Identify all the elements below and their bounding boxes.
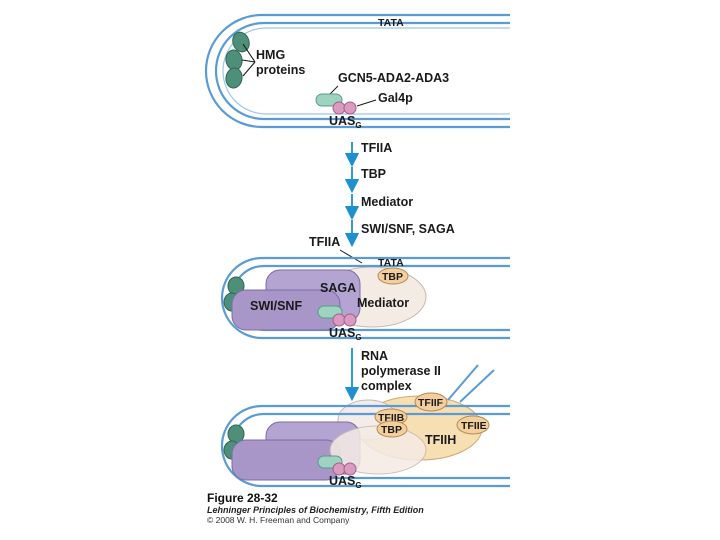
gcn5-label: GCN5-ADA2-ADA3 bbox=[338, 71, 449, 85]
step-tfiia: TFIIA bbox=[361, 141, 392, 155]
uas-label-2: UASG bbox=[329, 326, 362, 342]
tfiih-label: TFIIH bbox=[425, 433, 456, 447]
rna-transcript bbox=[447, 364, 495, 403]
panel-2: TFIIA TATA SAGA SWI/SNF Mediator TBP UAS… bbox=[220, 235, 510, 342]
step-complex: complex bbox=[361, 379, 412, 393]
dna-loop-1 bbox=[204, 13, 510, 129]
caption: Figure 28-32 Lehninger Principles of Bio… bbox=[207, 491, 424, 525]
tata-label-2: TATA bbox=[378, 257, 404, 269]
tfiie-label: TFIIE bbox=[461, 420, 487, 432]
mediator-label-2: Mediator bbox=[357, 296, 409, 310]
gal4p-label: Gal4p bbox=[378, 91, 413, 105]
hmg-proteins bbox=[225, 31, 256, 89]
step-tbp: TBP bbox=[361, 167, 386, 181]
uas-label-3: UASG bbox=[329, 474, 362, 490]
step-mediator: Mediator bbox=[361, 195, 413, 209]
tfiib-label: TFIIB bbox=[378, 412, 405, 424]
figure-title: Figure 28-32 bbox=[207, 491, 278, 505]
step-rna: RNA bbox=[361, 349, 388, 363]
tfiif-label: TFIIF bbox=[418, 397, 444, 409]
tata-label: TATA bbox=[378, 17, 404, 29]
tfiie bbox=[456, 415, 490, 435]
gal4p-left bbox=[332, 101, 346, 115]
panel-1: TATA HMG proteins GCN5-ADA2-ADA3 Gal4p U… bbox=[204, 13, 510, 130]
tfiia-label-2: TFIIA bbox=[309, 235, 340, 249]
tbp-3 bbox=[376, 420, 408, 438]
step-swisnf-saga: SWI/SNF, SAGA bbox=[361, 222, 455, 236]
hmg-label-2: proteins bbox=[256, 63, 305, 77]
step-polymerase: polymerase II bbox=[361, 364, 441, 378]
tbp-label-2: TBP bbox=[382, 271, 403, 283]
book-title: Lehninger Principles of Biochemistry, Fi… bbox=[207, 505, 424, 515]
tbp-label-3: TBP bbox=[381, 424, 402, 436]
copyright: © 2008 W. H. Freeman and Company bbox=[207, 515, 350, 525]
panel-3: TFIIF TFIIB TBP TFIIE TFIIH UASG bbox=[220, 364, 510, 490]
saga-label: SAGA bbox=[320, 281, 356, 295]
swisnf-label: SWI/SNF bbox=[250, 299, 302, 313]
uas-label-1: UASG bbox=[329, 114, 362, 130]
hmg-label-1: HMG bbox=[256, 48, 285, 62]
tbp-2 bbox=[377, 267, 409, 285]
tfiif bbox=[414, 392, 448, 412]
gal4p-right bbox=[343, 101, 357, 115]
